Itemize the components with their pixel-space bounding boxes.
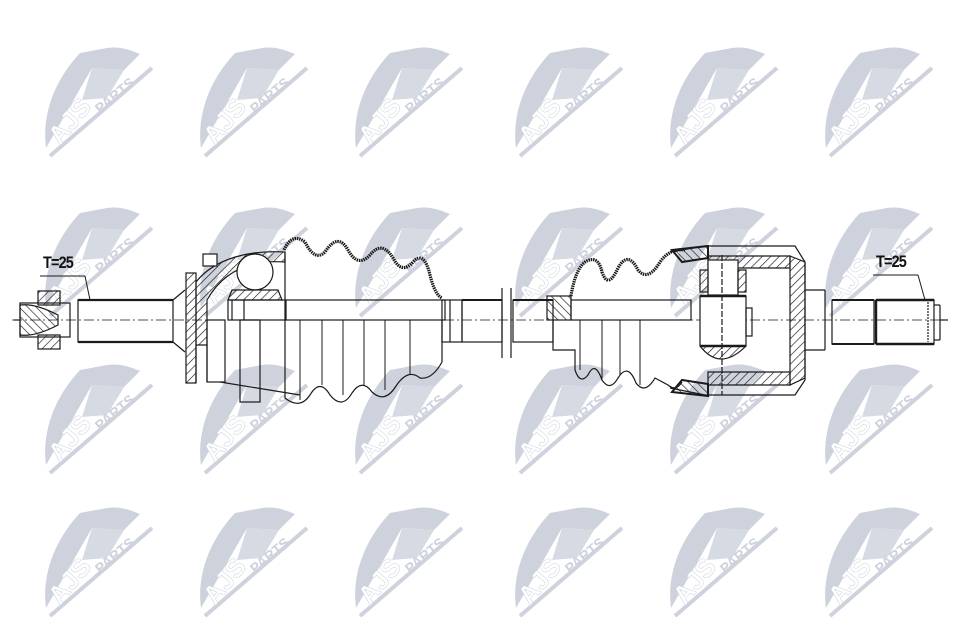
- left-spline-stub: [14, 289, 186, 353]
- left-spline-teeth-label: T=25: [43, 253, 74, 272]
- inner-boot: [546, 248, 692, 389]
- ajs-parts-watermark: [349, 45, 464, 158]
- right-spline-teeth-label: T=25: [876, 252, 907, 271]
- outer-boot: [282, 236, 446, 404]
- ajs-parts-watermark: [664, 45, 779, 158]
- right-spline-stub: [831, 298, 948, 346]
- ajs-parts-watermark: [39, 505, 155, 618]
- inner-tripod-joint: [669, 244, 826, 398]
- ajs-parts-watermark: [194, 45, 309, 158]
- ajs-parts-watermark: [509, 362, 624, 475]
- ajs-parts-watermark: [194, 362, 309, 475]
- ajs-parts-watermark: [819, 505, 934, 618]
- ajs-parts-watermark: [509, 505, 624, 618]
- ajs-parts-watermark: [819, 362, 934, 475]
- ajs-parts-watermark: [664, 505, 779, 618]
- ajs-parts-watermark: [39, 362, 155, 475]
- right-spline-label-leader: [873, 274, 926, 301]
- ajs-parts-watermark: [349, 505, 464, 618]
- ajs-parts-watermark: [194, 505, 309, 618]
- break-marks: [501, 288, 512, 358]
- ajs-parts-watermark: [819, 45, 934, 158]
- left-spline-label-leader: [40, 275, 91, 301]
- ajs-parts-watermark: [509, 45, 624, 158]
- ajs-parts-watermark: [349, 362, 464, 475]
- outer-cv-joint: [185, 251, 301, 403]
- ajs-parts-watermark: [39, 45, 155, 158]
